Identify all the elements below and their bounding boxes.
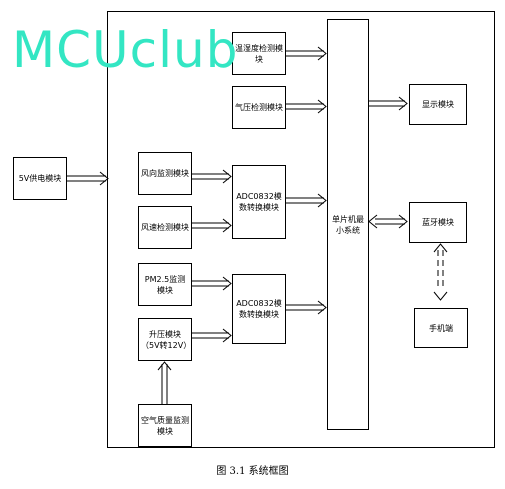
display-label: 显示模块 [420, 99, 456, 110]
bluetooth-label: 蓝牙模块 [420, 217, 456, 228]
mcu-minimum-system: 单片机最小系统 [327, 19, 369, 430]
air-quality-label: 空气质量监测模块 [139, 415, 191, 437]
arrow-pm25-to-adc2 [192, 277, 231, 290]
phone-terminal: 手机端 [414, 308, 468, 348]
adc-module-2-label: ADC0832模数转换模块 [233, 298, 285, 320]
pm25-module: PM2.5监测模块 [138, 263, 192, 306]
arrow-temp-to-mcu [286, 47, 326, 60]
adc-module-1-label: ADC0832模数转换模块 [233, 191, 285, 213]
wireless-link [434, 244, 447, 300]
air-quality-module: 空气质量监测模块 [138, 404, 192, 447]
figure-caption: 图 3.1 系统框图 [0, 462, 505, 477]
arrow-adc1-to-mcu [286, 194, 326, 207]
boost-label: 升压模块（5V转12V） [139, 329, 191, 351]
adc-module-2: ADC0832模数转换模块 [232, 274, 286, 344]
arrow-adc2-to-mcu [286, 301, 326, 314]
bluetooth-module: 蓝牙模块 [409, 202, 467, 243]
wind-speed-label: 风速检测模块 [139, 222, 191, 233]
arrow-windspeed-to-adc1 [192, 219, 231, 232]
phone-label: 手机端 [427, 323, 455, 334]
arrow-mcu-bluetooth [369, 215, 407, 228]
power-module: 5V供电模块 [13, 157, 67, 200]
pm25-label: PM2.5监测模块 [139, 274, 191, 296]
arrow-winddir-to-adc1 [192, 170, 231, 183]
arrow-power-to-system [67, 172, 108, 185]
temperature-humidity-module: 温湿度检测模块 [232, 32, 286, 75]
arrow-boost-to-adc2 [192, 329, 231, 342]
temperature-humidity-label: 温湿度检测模块 [233, 43, 285, 65]
watermark-text: MCUclub [12, 22, 238, 78]
arrow-mcu-to-display [369, 97, 407, 110]
mcu-label: 单片机最小系统 [328, 214, 368, 236]
pressure-label: 气压检测模块 [233, 102, 285, 113]
display-module: 显示模块 [409, 84, 467, 125]
wind-direction-label: 风向监测模块 [139, 168, 191, 179]
boost-module: 升压模块（5V转12V） [138, 318, 192, 361]
arrow-pressure-to-mcu [286, 100, 326, 113]
wind-direction-module: 风向监测模块 [138, 152, 192, 195]
wind-speed-module: 风速检测模块 [138, 206, 192, 249]
arrow-air-to-boost [158, 362, 171, 404]
power-module-label: 5V供电模块 [17, 173, 64, 184]
adc-module-1: ADC0832模数转换模块 [232, 165, 286, 239]
pressure-module: 气压检测模块 [232, 86, 286, 129]
